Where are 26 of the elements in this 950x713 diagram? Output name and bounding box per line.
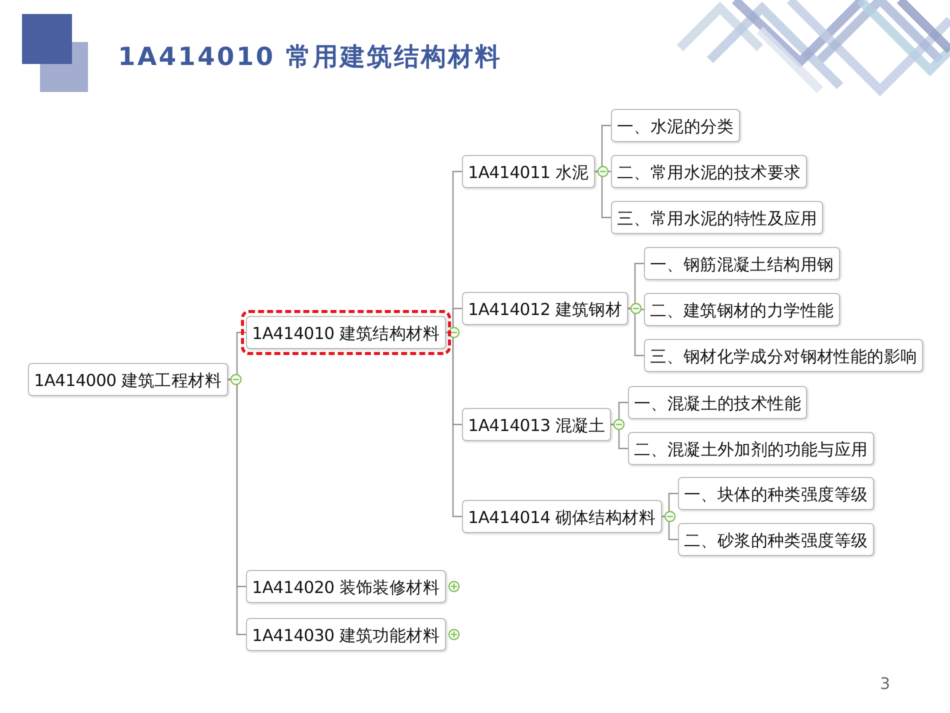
connector-line [595, 170, 611, 218]
connector-line [228, 378, 246, 636]
topic-box: 1A414012 建筑钢材 [462, 292, 628, 325]
topic-box: 1A414013 混凝土 [462, 408, 612, 441]
topic-box: 1A414011 水泥 [462, 155, 595, 188]
topic-box: 1A414000 建筑工程材料 [28, 363, 228, 396]
topic-box: 一、水泥的分类 [611, 109, 740, 142]
topic-box: 二、常用水泥的技术要求 [611, 155, 807, 188]
connector-line [446, 332, 462, 518]
topic-box: 1A414014 砌体结构材料 [462, 500, 662, 533]
topic-box: 1A414010 建筑结构材料 [246, 316, 446, 349]
topic-box: 1A414020 装饰装修材料 [246, 570, 446, 603]
page-number: 3 [880, 674, 890, 693]
topic-box: 二、砂浆的种类强度等级 [678, 523, 874, 556]
topic-box: 三、常用水泥的特性及应用 [611, 201, 824, 234]
topic-box: 一、混凝土的技术性能 [628, 386, 808, 419]
topic-box: 一、钢筋混凝土结构用钢 [644, 247, 840, 280]
topic-box: 二、建筑钢材的力学性能 [644, 293, 840, 326]
topic-box: 三、钢材化学成分对钢材性能的影响 [644, 339, 924, 372]
connector-line [662, 516, 678, 540]
topic-box: 一、块体的种类强度等级 [678, 477, 874, 510]
title: 1A414010 常用建筑结构材料 [118, 41, 502, 73]
connector-line [611, 424, 628, 450]
topic-box: 二、混凝土外加剂的功能与应用 [628, 432, 874, 465]
topic-box: 1A414030 建筑功能材料 [246, 618, 446, 651]
connector-line [628, 308, 644, 356]
